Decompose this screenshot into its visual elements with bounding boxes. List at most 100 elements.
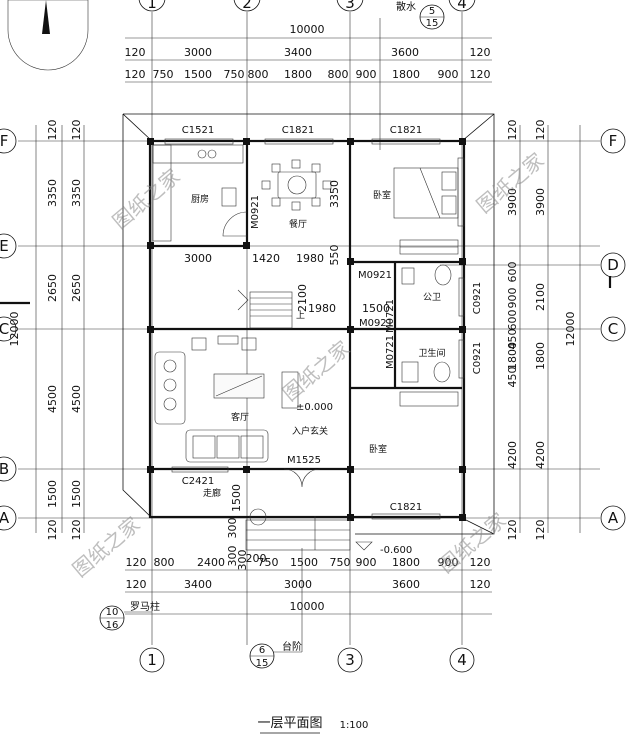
svg-text:16: 16 bbox=[106, 620, 119, 631]
axis-column-top-1: 1 bbox=[138, 0, 166, 12]
stair-up-label: 上 bbox=[296, 310, 305, 321]
staircase bbox=[237, 289, 293, 329]
svg-text:台阶: 台阶 bbox=[282, 640, 302, 653]
svg-text:120: 120 bbox=[470, 556, 491, 569]
svg-text:3600: 3600 bbox=[391, 46, 419, 59]
axis-row-right-C: C bbox=[600, 316, 626, 342]
living-sofa bbox=[154, 335, 299, 463]
svg-text:120: 120 bbox=[70, 120, 83, 141]
door-label: M0921 bbox=[359, 318, 393, 329]
axis-row-left-E: E bbox=[0, 233, 17, 259]
svg-text:D: D bbox=[607, 256, 619, 274]
svg-text:1500: 1500 bbox=[46, 480, 59, 508]
top-dimension-chain: 10000 120 3000 3400 3600 120 120 750 150… bbox=[125, 23, 492, 83]
svg-text:1800: 1800 bbox=[392, 556, 420, 569]
window-label: C1821 bbox=[390, 125, 422, 136]
svg-text:600: 600 bbox=[506, 262, 519, 283]
svg-text:10000: 10000 bbox=[290, 23, 325, 36]
svg-text:900: 900 bbox=[506, 288, 519, 309]
svg-text:4: 4 bbox=[457, 0, 467, 12]
axis-row-right-F: F bbox=[600, 128, 626, 154]
svg-text:120: 120 bbox=[126, 578, 147, 591]
svg-text:120: 120 bbox=[126, 556, 147, 569]
svg-text:3400: 3400 bbox=[184, 578, 212, 591]
svg-text:10000: 10000 bbox=[290, 600, 325, 613]
window-label: C2421 bbox=[182, 476, 214, 487]
svg-text:2650: 2650 bbox=[46, 274, 59, 302]
svg-text:4200: 4200 bbox=[534, 441, 547, 469]
svg-text:2400: 2400 bbox=[197, 556, 225, 569]
svg-text:120: 120 bbox=[506, 120, 519, 141]
svg-text:800: 800 bbox=[248, 68, 269, 81]
svg-text:800: 800 bbox=[154, 556, 175, 569]
door-label: M0721 bbox=[385, 299, 396, 333]
drawing-title: 一层平面图 1:100 bbox=[257, 716, 369, 734]
svg-text:300: 300 bbox=[226, 518, 239, 539]
room-label-bedroom: 卧室 bbox=[373, 189, 391, 201]
bed-icon bbox=[393, 157, 465, 227]
svg-text:1500: 1500 bbox=[184, 68, 212, 81]
wardrobe bbox=[399, 239, 459, 255]
axis-row-right-D: D bbox=[600, 252, 626, 278]
door-label: M0921 bbox=[358, 270, 392, 281]
svg-text:800: 800 bbox=[328, 68, 349, 81]
svg-text:900: 900 bbox=[356, 556, 377, 569]
door-label: M1525 bbox=[287, 455, 321, 466]
svg-text:3000: 3000 bbox=[284, 578, 312, 591]
svg-text:3000: 3000 bbox=[184, 252, 212, 265]
svg-text:1500: 1500 bbox=[230, 484, 243, 512]
axis-column-bottom-3: 3 bbox=[337, 647, 363, 673]
svg-text:F: F bbox=[0, 132, 8, 150]
svg-text:120: 120 bbox=[534, 520, 547, 541]
svg-text:200: 200 bbox=[246, 552, 267, 565]
axis-column-bottom-4: 4 bbox=[449, 647, 475, 673]
svg-text:1500: 1500 bbox=[70, 480, 83, 508]
svg-text:300: 300 bbox=[226, 546, 239, 567]
svg-text:2100: 2100 bbox=[296, 284, 309, 312]
svg-text:120: 120 bbox=[125, 68, 146, 81]
svg-text:3900: 3900 bbox=[506, 188, 519, 216]
svg-text:600: 600 bbox=[506, 310, 519, 331]
axis-column-top-4: 4 bbox=[448, 0, 476, 12]
svg-text:1800: 1800 bbox=[392, 68, 420, 81]
roof-eave-outline bbox=[122, 113, 495, 535]
axis-row-left-C: C bbox=[0, 316, 17, 342]
kitchen-counter bbox=[152, 144, 244, 242]
door-label: M0721 bbox=[385, 335, 396, 369]
svg-text:2: 2 bbox=[242, 0, 252, 12]
interior-dimensions: 3000 1420 1980 2100 1980 1500 3350 550 3… bbox=[184, 180, 390, 571]
svg-text:C: C bbox=[0, 320, 9, 338]
svg-text:4500: 4500 bbox=[70, 385, 83, 413]
axis-row-left-F: F bbox=[0, 128, 17, 154]
svg-text:120: 120 bbox=[470, 578, 491, 591]
svg-text:10: 10 bbox=[106, 607, 119, 618]
svg-text:3: 3 bbox=[345, 0, 355, 12]
svg-text:4200: 4200 bbox=[506, 441, 519, 469]
svg-text:550: 550 bbox=[328, 245, 341, 266]
svg-text:3350: 3350 bbox=[70, 179, 83, 207]
drain-callout: 散水 5 15 bbox=[379, 0, 445, 150]
svg-text:1980: 1980 bbox=[308, 302, 336, 315]
room-label-living: 客厅 bbox=[231, 411, 249, 423]
svg-text:750: 750 bbox=[330, 556, 351, 569]
svg-text:750: 750 bbox=[153, 68, 174, 81]
room-label-entrance: 入户玄关 bbox=[292, 425, 328, 437]
room-label-bathroom: 卫生间 bbox=[418, 347, 445, 359]
svg-text:1:100: 1:100 bbox=[340, 720, 369, 731]
svg-text:12000: 12000 bbox=[8, 312, 21, 347]
svg-text:A: A bbox=[0, 509, 10, 527]
room-label-dining: 餐厅 bbox=[289, 218, 307, 230]
svg-text:3000: 3000 bbox=[184, 46, 212, 59]
svg-text:2100: 2100 bbox=[534, 283, 547, 311]
room-label-kitchen: 厨房 bbox=[191, 193, 209, 205]
axis-row-right-A: A bbox=[600, 505, 626, 531]
bottom-dimension-chain: 120 800 2400 750 1500 750 900 1800 900 1… bbox=[125, 556, 492, 615]
room-label-bedroom: 卧室 bbox=[369, 443, 387, 455]
svg-text:3400: 3400 bbox=[284, 46, 312, 59]
svg-text:3350: 3350 bbox=[46, 179, 59, 207]
room-label-corridor: 走廊 bbox=[203, 487, 221, 499]
structural-columns bbox=[147, 138, 466, 521]
axis-column-top-2: 2 bbox=[233, 0, 261, 12]
